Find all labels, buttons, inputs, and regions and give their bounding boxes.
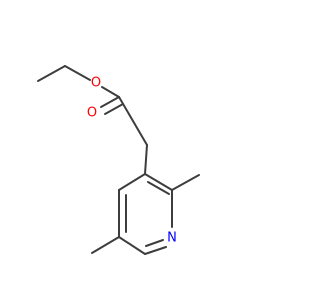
ring-bond-n-c6 [144, 246, 167, 255]
atom-carbonyl-oxygen: O [87, 106, 97, 121]
bond-ch3-ch2 [37, 65, 66, 82]
ring-bond-c4-c3 [118, 173, 146, 191]
structure-canvas: O O N [37, 65, 200, 255]
bond-o-carbonyl-c [101, 86, 120, 98]
bond-carbonyl-double-1 [100, 96, 120, 108]
ring-bond-c6-c5 [118, 236, 146, 255]
bond-carbonyl-ch2 [118, 96, 148, 146]
bond-carbonyl-double-2 [104, 103, 124, 115]
ring-bond-n-c6-inner [145, 239, 164, 247]
molecule-structure: O O N [37, 65, 200, 255]
bond-ch2-ring [144, 144, 148, 175]
atom-ether-oxygen: O [91, 76, 101, 91]
bond-ch2-o [64, 65, 91, 81]
bond-methyl-c2 [171, 174, 200, 191]
atom-ring-nitrogen: N [167, 231, 177, 246]
ring-bond-c3-c2 [144, 173, 173, 191]
bond-methyl-c5 [91, 236, 120, 254]
ring-bond-c3-c2-inner [147, 181, 170, 195]
